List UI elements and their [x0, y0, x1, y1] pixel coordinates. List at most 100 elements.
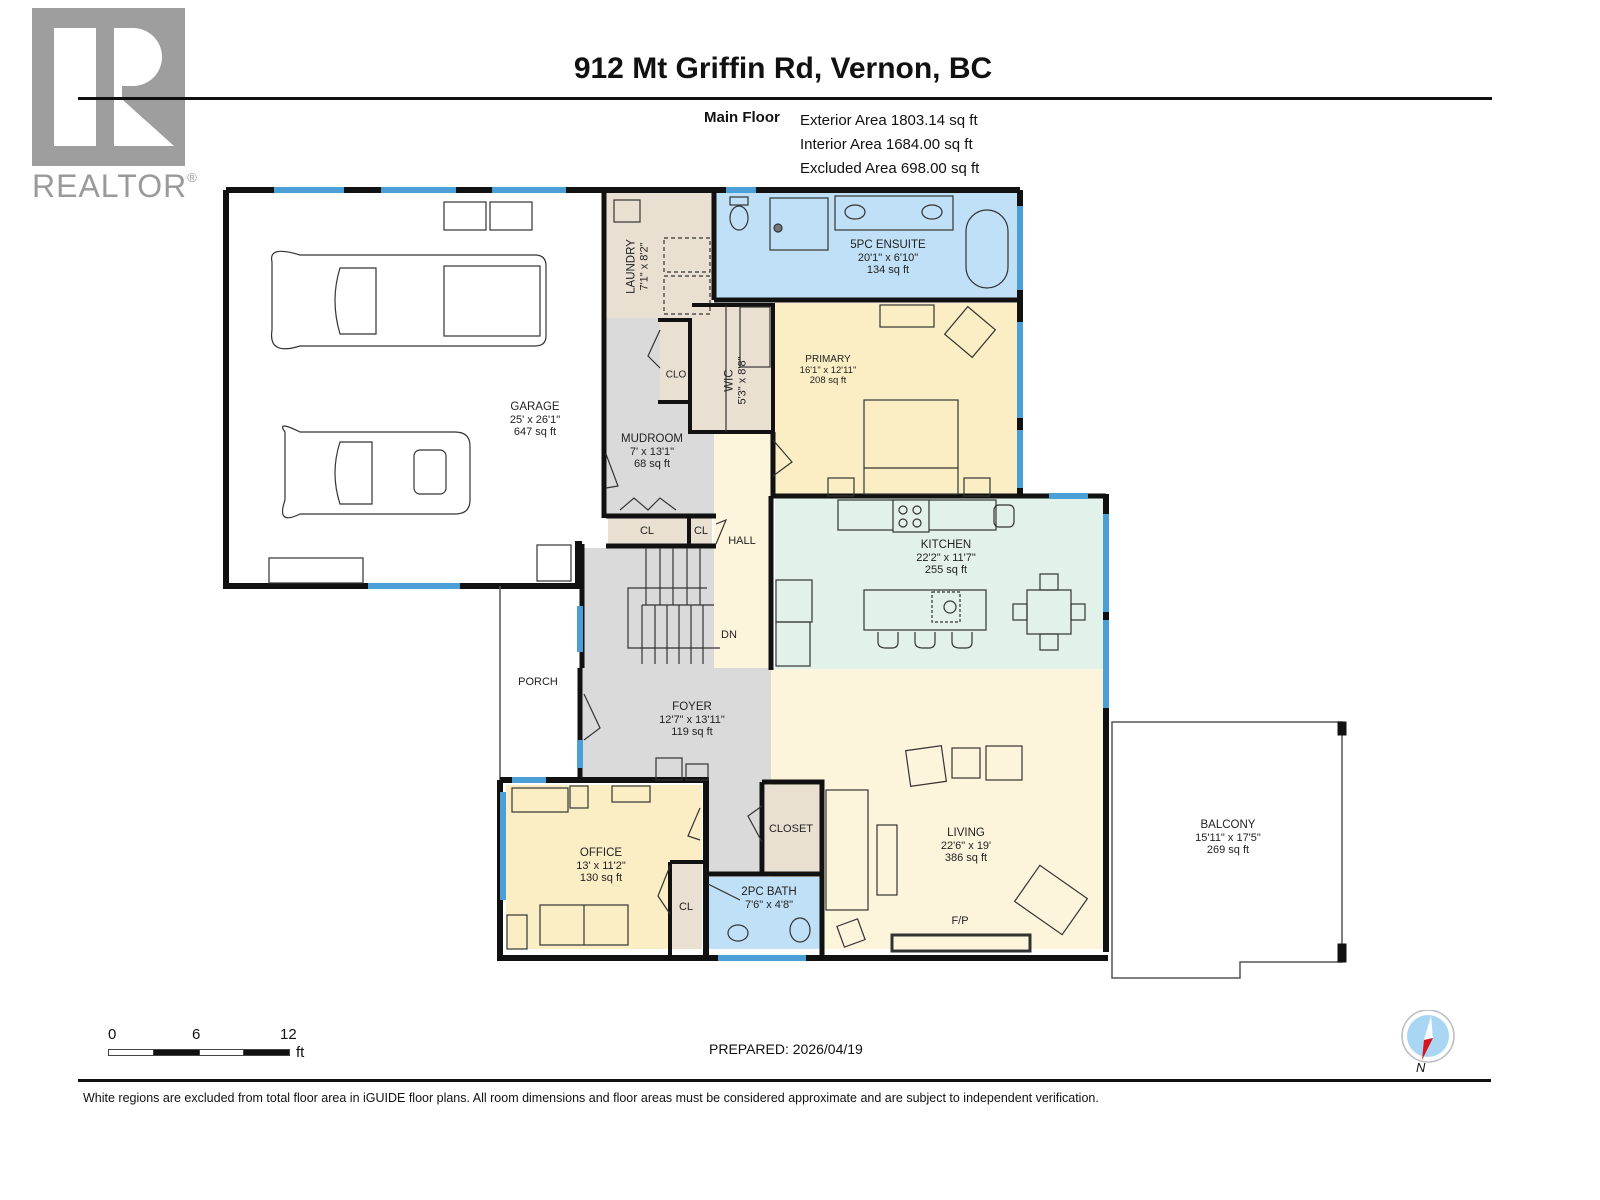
floor-label: Main Floor: [704, 109, 780, 126]
truck-icon: [270, 250, 547, 350]
prepared-date: PREPARED: 2026/04/19: [709, 1041, 863, 1057]
fixtures: [268, 195, 1089, 953]
toilet-icon: [729, 205, 749, 231]
garage-shelf-icon: [489, 201, 533, 231]
laundry-fill: [606, 193, 713, 318]
scale-segment: [153, 1049, 200, 1056]
staircase-icon: [627, 548, 720, 664]
island-icon: [863, 589, 987, 631]
scale-bar: 0 6 12 ft: [108, 1026, 308, 1066]
scale-tick-0: 0: [108, 1026, 117, 1043]
kitchen-fill: [775, 497, 1103, 669]
room-area: 119 sq ft: [671, 726, 713, 738]
closet-fill: [765, 785, 820, 873]
armchair-icon: [985, 745, 1023, 781]
scale-segment: [243, 1049, 290, 1056]
room-name: 2PC BATH: [741, 886, 797, 898]
room-name: MUDROOM: [621, 433, 683, 445]
door-swing-icon: [687, 807, 701, 841]
room-area: 208 sq ft: [809, 375, 847, 386]
room-name: BALCONY: [1200, 819, 1256, 831]
door-swing-icon: [657, 865, 671, 915]
room-dims: 16'1" x 12'11": [799, 364, 857, 376]
room-dims: 5'3" x 8'8": [736, 356, 748, 405]
exterior-area: Exterior Area 1803.14 sq ft: [800, 112, 978, 129]
toilet-icon: [789, 917, 811, 943]
footer-divider: [78, 1079, 1491, 1082]
realtor-logo: REALTOR®: [32, 8, 197, 204]
excluded-area: Excluded Area 698.00 sq ft: [800, 160, 980, 177]
property-address-title: 912 Mt Griffin Rd, Vernon, BC: [573, 52, 993, 85]
room-dims: 13' x 11'2": [576, 859, 626, 872]
area-summary: Exterior Area 1803.14 sq ft Interior Are…: [800, 109, 979, 181]
door-swing-icon: [583, 693, 601, 741]
garage-cabinet-icon: [536, 544, 572, 582]
room-laundry: LAUNDRY 7'1" x 8'2": [626, 239, 651, 294]
room-name: OFFICE: [579, 847, 623, 859]
car-icon: [281, 425, 471, 519]
side-table-icon: [951, 747, 981, 779]
north-compass: N: [1400, 1009, 1456, 1076]
room-name: KITCHEN: [920, 539, 972, 551]
foyer-fill: [582, 668, 771, 780]
cooktop-icon: [892, 499, 930, 533]
door-swing-icon: [707, 883, 741, 901]
realtor-r-mark-icon: [32, 8, 185, 166]
garage-fill: [228, 193, 604, 584]
scale-tick-12: 12: [280, 1026, 297, 1043]
bathtub-icon: [965, 209, 1009, 289]
room-2pc-bath: 2PC BATH 7'6" x 4'8": [741, 886, 796, 911]
room-wic: WIC 5'3" x 8'8": [724, 356, 749, 404]
laundry-sink-icon: [613, 199, 641, 223]
garage-shelf-icon: [443, 201, 487, 231]
interior-area: Interior Area 1684.00 sq ft: [800, 136, 973, 153]
sofa-icon: [825, 789, 869, 911]
toilet-tank-icon: [729, 196, 749, 206]
room-area: 386 sq ft: [944, 852, 988, 864]
compass-north-label: N: [1416, 1060, 1426, 1075]
stool-icon: [877, 632, 899, 649]
room-ensuite: 5PC ENSUITE 20'1" x 6'10" 134 sq ft: [850, 239, 925, 277]
room-dims: 7'1" x 8'2": [638, 242, 650, 291]
lounge-chair-icon: [1013, 864, 1089, 936]
door-swing-icon: [715, 518, 728, 545]
room-living: LIVING 22'6" x 19' 386 sq ft: [941, 827, 991, 865]
hall-fill: [714, 432, 771, 670]
room-dims: 7' x 13'1": [629, 445, 675, 458]
room-area: 130 sq ft: [579, 872, 623, 884]
room-name: PRIMARY: [805, 354, 851, 365]
bed-icon: [863, 399, 959, 495]
room-dims: 12'7" x 13'11": [659, 713, 725, 726]
door-swing-icon: [605, 453, 619, 489]
room-area: 134 sq ft: [866, 264, 910, 276]
room-garage: GARAGE 25' x 26'1" 647 sq ft: [510, 401, 560, 439]
room-name: FOYER: [672, 701, 712, 713]
room-name: WIC: [723, 369, 736, 392]
room-dims: 7'6" x 4'8": [744, 898, 794, 911]
scale-tick-6: 6: [192, 1026, 201, 1043]
stool-icon: [914, 632, 936, 649]
room-office: OFFICE 13' x 11'2" 130 sq ft: [576, 847, 626, 885]
disclaimer: White regions are excluded from total fl…: [83, 1091, 1099, 1105]
label-porch: PORCH: [518, 676, 558, 688]
armchair-icon: [943, 305, 997, 359]
compass-icon: [1401, 1009, 1455, 1063]
room-name: GARAGE: [510, 401, 560, 413]
stairs-fill: [584, 548, 714, 668]
label-cl-mudroom: CL: [639, 525, 655, 537]
label-cl-office: CL: [678, 901, 694, 913]
bench-icon: [655, 757, 683, 781]
desk-icon: [511, 787, 569, 813]
room-balcony: BALCONY 15'11" x 17'5" 269 sq ft: [1195, 819, 1261, 857]
sink-icon: [727, 924, 749, 942]
door-swing-icon: [647, 329, 661, 369]
island-sink-icon: [931, 591, 961, 623]
console-icon: [685, 763, 709, 781]
room-area: 255 sq ft: [924, 564, 968, 576]
nightstand-icon: [963, 477, 991, 497]
dryer-icon: [663, 275, 711, 315]
room-dims: 22'2" x 11'7": [916, 551, 976, 564]
pantry-icon: [775, 621, 811, 667]
dresser-icon: [879, 304, 935, 328]
